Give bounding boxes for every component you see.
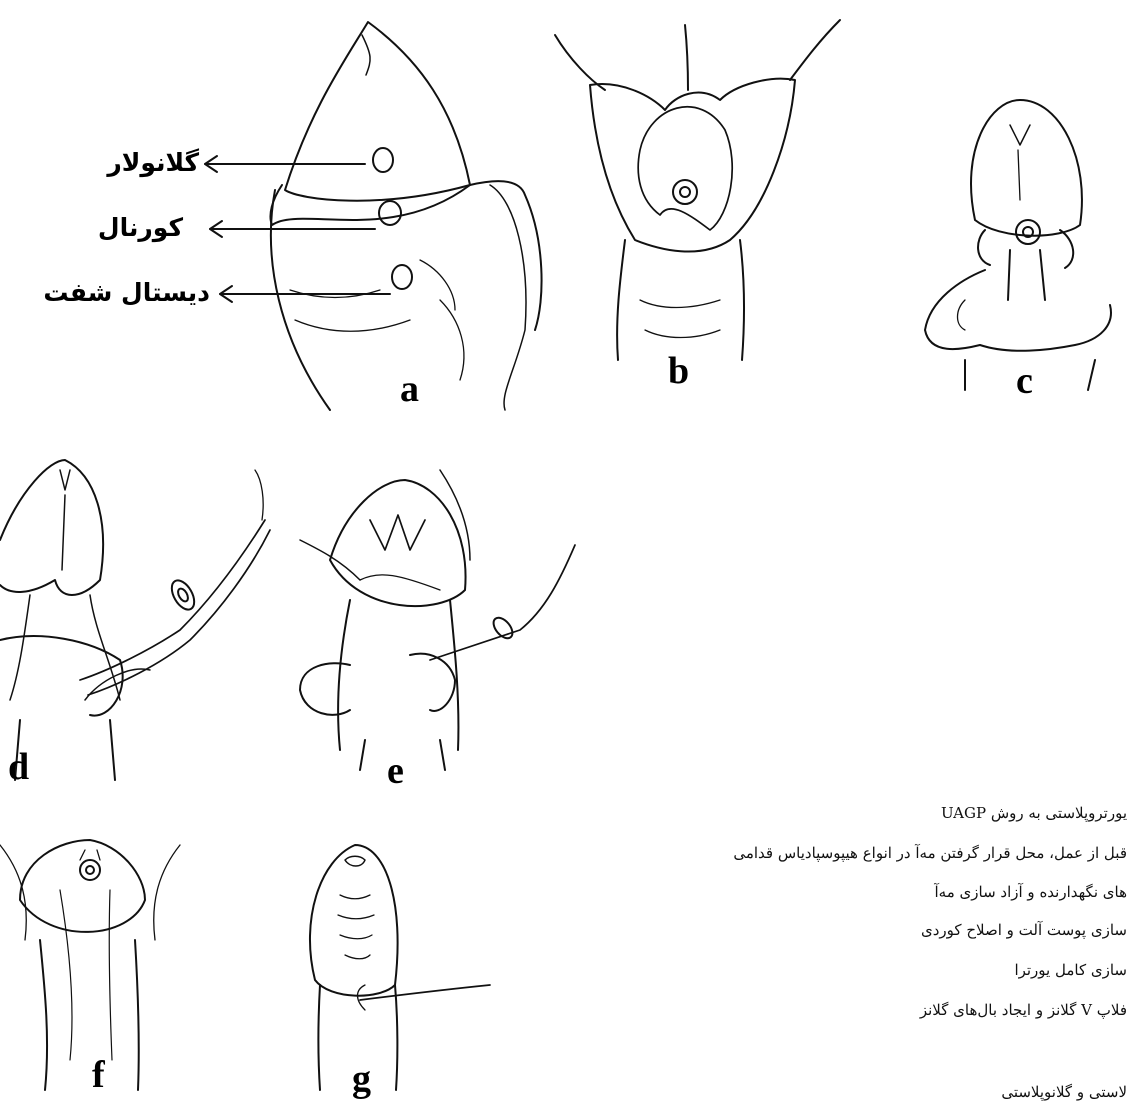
distal-shaft-meatus (392, 265, 412, 289)
panel-letter-f: f (92, 1056, 105, 1094)
illustration-e (300, 470, 575, 770)
callout-distal-shaft: دیستال شفت (43, 280, 210, 305)
illustration-c (925, 100, 1111, 390)
panel-letter-b: b (668, 352, 689, 390)
panel-letter-e: e (387, 752, 404, 790)
caption-line-1: یورتروپلاستی به روش UAGP (941, 806, 1127, 821)
panel-letter-d: d (8, 748, 29, 786)
caption-line-2: قبل از عمل، محل قرار گرفتن مه‌آ در انواع… (733, 846, 1127, 861)
glanular-meatus (373, 148, 393, 172)
illustration-b (555, 20, 840, 360)
illustration-g (310, 845, 490, 1090)
caption-line-3: های نگهدارنده و آزاد سازی مه‌آ (935, 885, 1127, 900)
caption-line-5: سازی کامل یورترا (1014, 963, 1127, 978)
callout-glanular: گلانولار (107, 150, 199, 175)
illustration-a (270, 22, 541, 410)
coronal-meatus (379, 201, 401, 225)
illustration-d (0, 460, 270, 780)
caption-line-6: فلاپ V گلانز و ایجاد بال‌های گلانز (920, 1003, 1127, 1018)
panel-letter-g: g (352, 1060, 371, 1098)
callout-arrows (205, 156, 390, 302)
caption-line-4: سازی پوست آلت و اصلاح کوردی (921, 923, 1127, 938)
illustration-f (0, 840, 180, 1090)
panel-letter-a: a (400, 370, 419, 408)
callout-coronal: کورنال (98, 215, 183, 240)
panel-letter-c: c (1016, 362, 1033, 400)
caption-line-7: لاستی و گلانوپلاستی (1001, 1085, 1127, 1100)
